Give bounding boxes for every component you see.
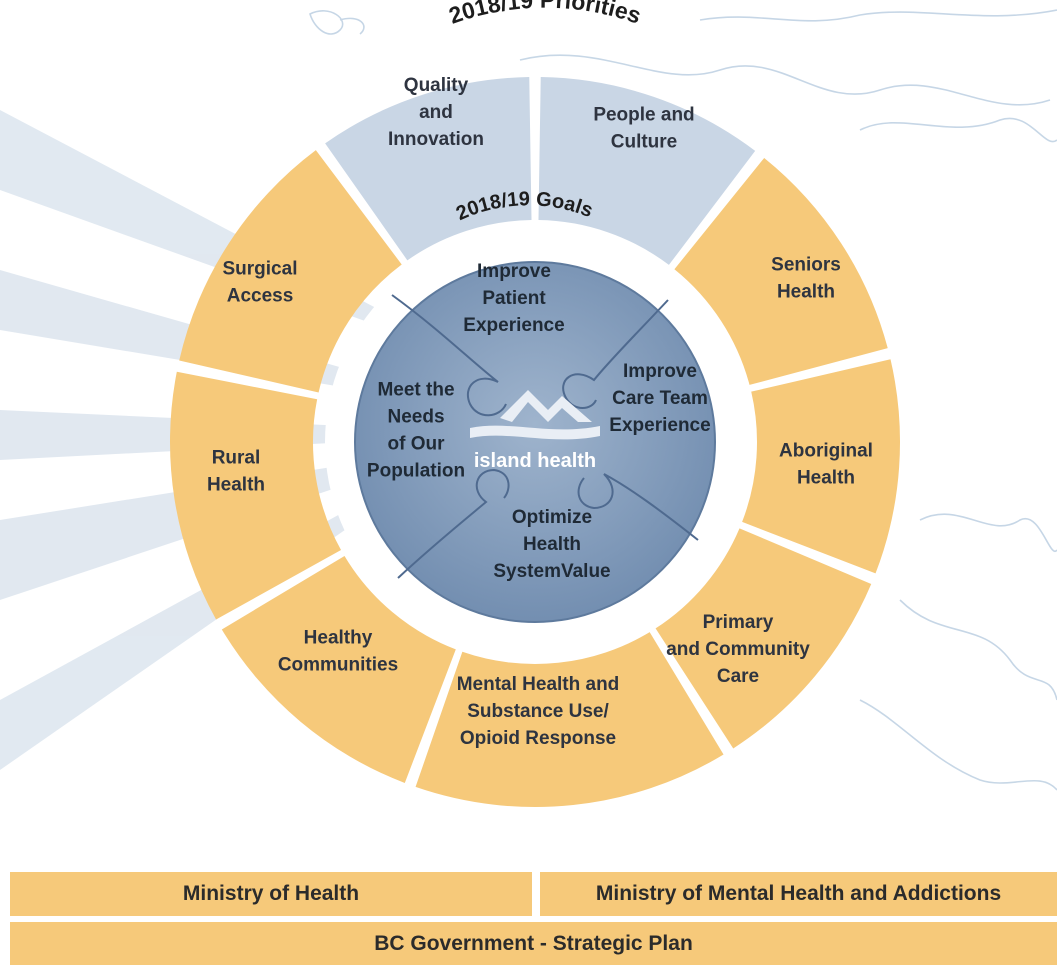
priorities-title: 2018/19 Priorities (445, 0, 644, 29)
goals-circle (354, 261, 716, 623)
priority-segment (170, 371, 342, 620)
priority-segment (415, 632, 724, 808)
island-health-logo: island health (470, 390, 600, 472)
priority-segment (674, 157, 888, 385)
logo-text: island health (474, 450, 596, 472)
bc-government-bar: BC Government - Strategic Plan (10, 922, 1057, 965)
priority-segment (538, 77, 756, 265)
logo-wave-icon (470, 425, 600, 440)
priority-segment (221, 556, 456, 783)
puzzle-dividers (391, 294, 699, 579)
priority-segment (325, 77, 532, 261)
priority-segment (179, 150, 402, 393)
logo-mountain-icon (500, 390, 592, 422)
priority-segment (655, 528, 872, 749)
background-map (309, 9, 1057, 791)
priority-segment (742, 359, 900, 574)
ministry-mental-health-bar: Ministry of Mental Health and Addictions (540, 872, 1057, 916)
ministry-of-health-bar: Ministry of Health (10, 872, 532, 916)
